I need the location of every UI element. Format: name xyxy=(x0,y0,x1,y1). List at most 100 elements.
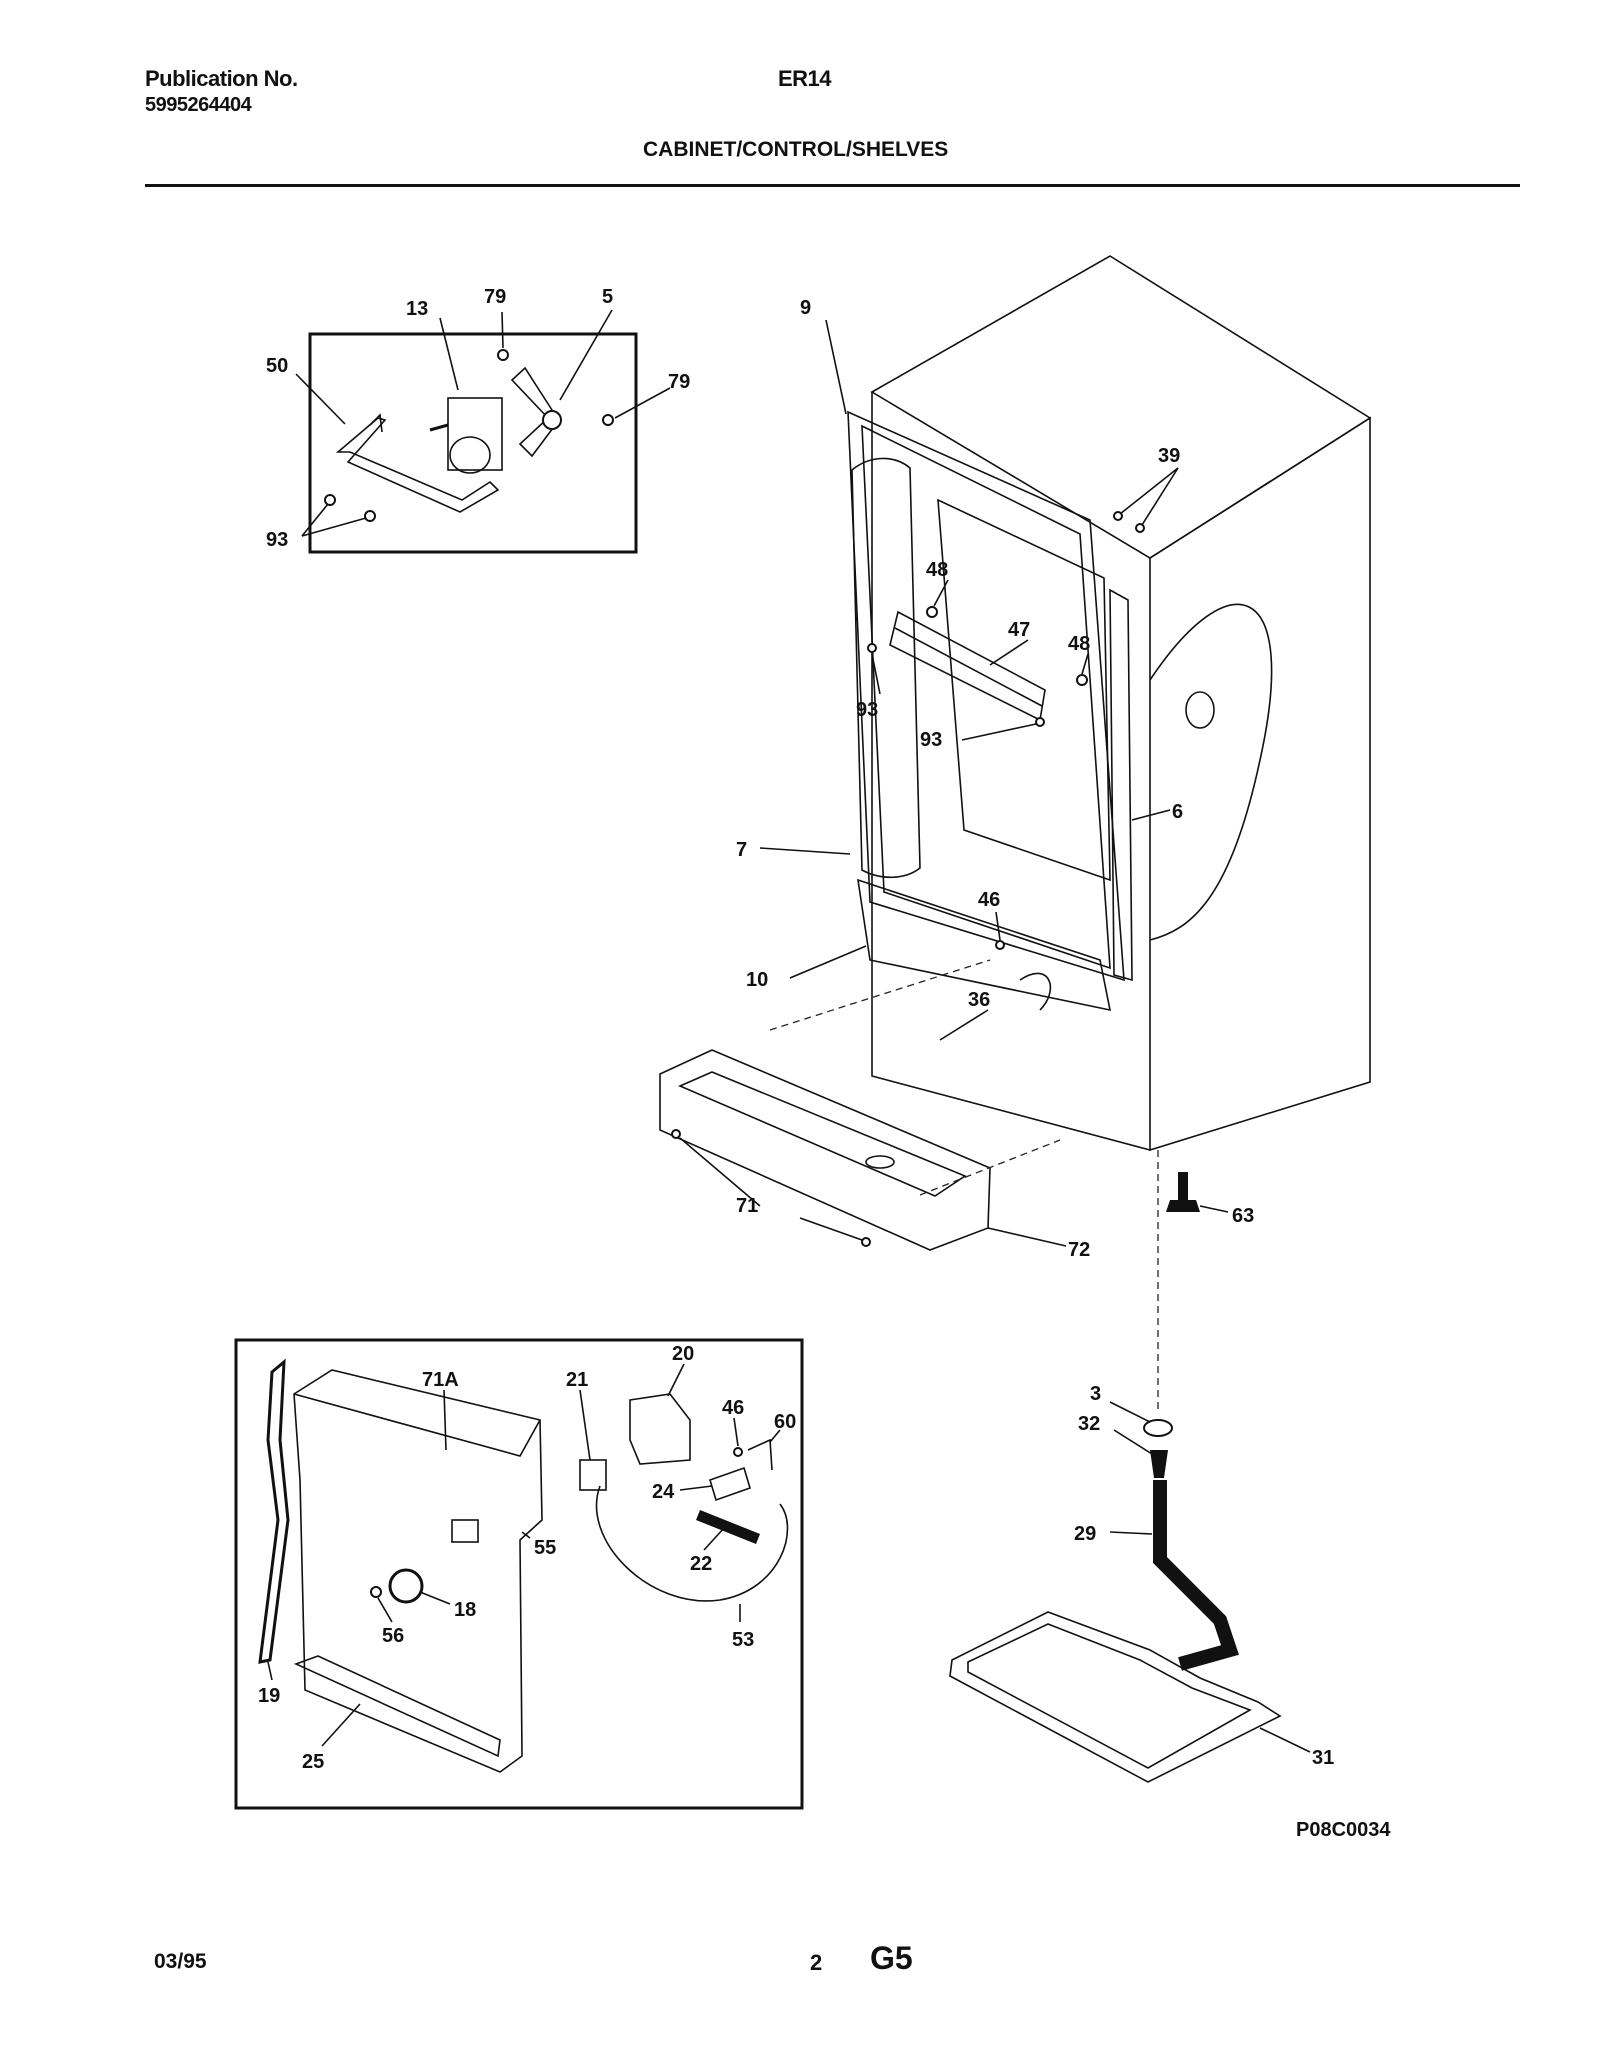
fan-hub-part-5 xyxy=(542,410,562,430)
cabinet-rear-hole xyxy=(1185,691,1215,729)
screw-part-79-right xyxy=(602,414,614,426)
callout-56: 56 xyxy=(382,1625,404,1647)
leader-93a-2 xyxy=(301,517,367,537)
footer-page-number: 2 xyxy=(810,1950,823,1975)
toe-grille-opening xyxy=(677,1071,967,1197)
drain-fitting-part-32 xyxy=(1150,1450,1168,1478)
callout-19: 19 xyxy=(258,1685,280,1707)
leader-31 xyxy=(1259,1727,1311,1753)
callout-labels: 13 79 5 79 50 93 9 39 48 47 48 93 93 6 7… xyxy=(258,286,1391,1841)
screw-part-93-b xyxy=(867,643,877,653)
leader-93c xyxy=(961,723,1037,741)
callout-79-top: 79 xyxy=(484,286,506,308)
callout-32: 32 xyxy=(1078,1413,1100,1435)
leader-48b xyxy=(1081,653,1089,675)
footer-date: 03/95 xyxy=(154,1950,207,1973)
callout-47: 47 xyxy=(1008,619,1030,641)
callout-79-right: 79 xyxy=(668,371,690,393)
callout-5: 5 xyxy=(602,286,613,308)
screw-part-93-b xyxy=(364,510,376,522)
leader-56 xyxy=(377,1597,393,1623)
leader-60 xyxy=(769,1429,781,1443)
leveling-screw-shaft xyxy=(1178,1172,1188,1206)
callout-13: 13 xyxy=(406,298,428,320)
screw-part-48-a xyxy=(926,606,938,618)
leader-79b xyxy=(614,387,671,419)
screw-part-71-a xyxy=(671,1129,681,1139)
leader-55 xyxy=(521,1531,531,1539)
shelf-support-edge xyxy=(894,627,1043,707)
callout-46-cabinet: 46 xyxy=(978,889,1000,911)
header-rule xyxy=(145,184,1520,187)
leader-48a xyxy=(933,579,949,607)
leader-20 xyxy=(667,1363,685,1397)
leader-71A xyxy=(443,1389,447,1451)
fan-bracket-tab xyxy=(369,413,383,433)
callout-9: 9 xyxy=(800,297,811,319)
control-panel-inset xyxy=(234,1338,804,1810)
callout-18: 18 xyxy=(454,1599,476,1621)
callout-20: 20 xyxy=(672,1343,694,1365)
publication-number: 5995264404 xyxy=(145,94,252,116)
toe-grille-assembly xyxy=(659,959,1067,1251)
callout-39: 39 xyxy=(1158,445,1180,467)
callout-36: 36 xyxy=(968,989,990,1011)
callout-24: 24 xyxy=(652,1481,675,1503)
screw-part-93-a xyxy=(324,494,336,506)
thermostat-part-21 xyxy=(579,1459,607,1491)
screw-part-39-b xyxy=(1135,523,1145,533)
fan-motor-part-13 xyxy=(447,397,503,471)
screw-part-46-b xyxy=(733,1447,743,1457)
control-housing-window xyxy=(451,1519,479,1543)
drain-pan-inner xyxy=(967,1623,1252,1769)
drain-seal-part-3 xyxy=(1143,1419,1173,1437)
leader-71-1 xyxy=(679,1137,761,1207)
leader-3 xyxy=(1109,1401,1151,1423)
cabinet-front-edge xyxy=(871,392,1151,1151)
leader-21 xyxy=(579,1389,591,1461)
screw-part-93-c xyxy=(1035,717,1045,727)
control-inset-frame xyxy=(234,1338,804,1810)
callout-63: 63 xyxy=(1232,1205,1254,1227)
door-frame-part-9 xyxy=(847,410,1125,982)
cabinet-assembly xyxy=(759,255,1372,1152)
fan-bracket-part-50 xyxy=(335,417,500,513)
leveling-screw-part-63 xyxy=(1166,1200,1200,1212)
gasket-strip-part-19 xyxy=(258,1358,290,1664)
grille-alignment-1 xyxy=(769,959,991,1031)
callout-50: 50 xyxy=(266,355,288,377)
callout-21: 21 xyxy=(566,1369,588,1391)
fan-blade-upper xyxy=(510,366,553,420)
leader-63 xyxy=(1199,1205,1229,1213)
section-title: CABINET/CONTROL/SHELVES xyxy=(643,138,949,161)
screw-part-79-top xyxy=(497,349,509,361)
fan-motor-housing xyxy=(449,436,491,474)
callout-6: 6 xyxy=(1172,801,1183,823)
leader-72 xyxy=(987,1227,1067,1247)
leader-36 xyxy=(939,1009,989,1041)
control-housing-part-71A xyxy=(293,1369,543,1773)
control-housing-top-edge xyxy=(293,1393,541,1457)
bracket-part-60 xyxy=(747,1438,773,1471)
cabinet-side xyxy=(1149,416,1371,1152)
liner-back-wall xyxy=(937,498,1111,882)
leader-29 xyxy=(1109,1531,1153,1535)
fan-motor-mount xyxy=(429,423,449,432)
toe-grille-logo xyxy=(865,1155,895,1169)
liner-floor-drain xyxy=(1019,972,1052,1011)
leader-46b xyxy=(733,1417,739,1447)
toe-grille-part-72 xyxy=(659,1049,991,1251)
callout-22: 22 xyxy=(690,1553,712,1575)
side-trim-part-6 xyxy=(1109,588,1133,982)
leader-7 xyxy=(759,847,851,855)
leader-39-1 xyxy=(1119,467,1179,515)
drain-pan-part-31 xyxy=(949,1611,1282,1783)
callout-10: 10 xyxy=(746,969,768,991)
leader-24 xyxy=(679,1485,713,1491)
callout-60: 60 xyxy=(774,1411,796,1433)
callout-72: 72 xyxy=(1068,1239,1090,1261)
leader-10 xyxy=(789,945,867,979)
callout-31: 31 xyxy=(1312,1747,1334,1769)
diagram-code: P08C0034 xyxy=(1296,1819,1391,1841)
control-knob-part-18 xyxy=(388,1568,424,1604)
